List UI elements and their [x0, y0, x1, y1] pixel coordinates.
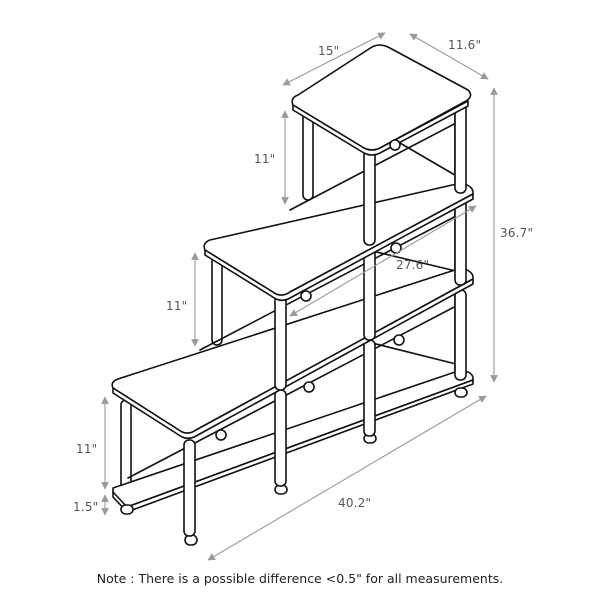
dim-top-depth-line — [409, 33, 489, 80]
top-board — [291, 44, 472, 156]
label-top-depth: 11.6" — [448, 38, 482, 52]
dimension-lines — [101, 32, 498, 561]
label-total-height: 36.7" — [500, 226, 534, 240]
shelf-drawing — [111, 44, 474, 546]
label-middle-tier-height: 11" — [166, 299, 188, 313]
label-top-width: 15" — [318, 44, 340, 58]
label-upper-tier-height: 11" — [254, 152, 276, 166]
dim-overall-width-line — [207, 395, 487, 561]
dim-middle-width-line — [289, 205, 477, 317]
label-overall-width: 40.2" — [338, 496, 372, 510]
label-lower-tier-height: 11" — [76, 442, 98, 456]
dim-top-width-line — [282, 32, 386, 86]
label-foot-height: 1.5" — [73, 500, 99, 514]
measurement-note: Note : There is a possible difference <0… — [96, 571, 504, 586]
label-middle-width: 27.6" — [396, 258, 430, 272]
